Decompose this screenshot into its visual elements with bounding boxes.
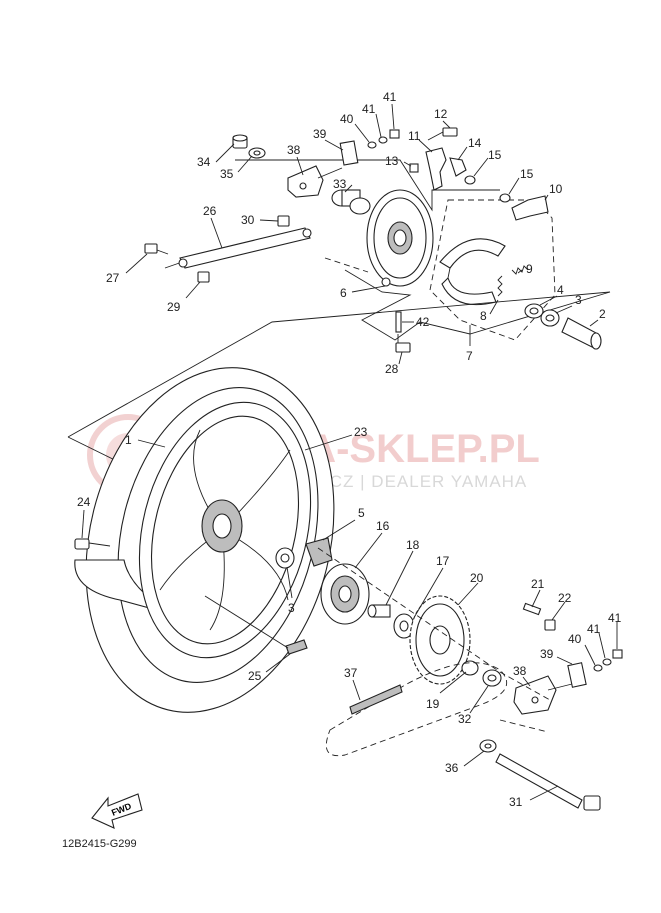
- part-29-nut: [197, 271, 210, 283]
- part-27-bolt: [144, 243, 169, 255]
- callout-17: 17: [436, 554, 450, 568]
- callout-12: 12: [434, 107, 448, 121]
- part-37-chain: [325, 662, 508, 757]
- callout-11: 11: [408, 129, 421, 143]
- callout-31: 31: [509, 795, 523, 809]
- callout-34: 34: [197, 155, 211, 169]
- part-28-bolt: [395, 334, 411, 353]
- callout-26: 26: [203, 204, 217, 218]
- part-21-stud-bolt: [522, 602, 542, 616]
- callout-28: 28: [385, 362, 399, 376]
- callout-3-lower: 3: [288, 601, 295, 615]
- part-15-oring-upper: [464, 175, 476, 185]
- part-19-nut: [461, 660, 479, 676]
- callout-23: 23: [354, 425, 368, 439]
- part-13-nut: [409, 163, 419, 173]
- callout-2: 2: [599, 307, 606, 321]
- part-39-plate-upper: [339, 140, 359, 166]
- callout-4: 4: [557, 283, 564, 297]
- callout-19: 19: [426, 697, 440, 711]
- part-15-oring-right: [499, 193, 511, 203]
- part-26-tension-bar: [178, 227, 312, 269]
- part-3-bearing-upper: [540, 309, 560, 327]
- callout-15-right: 15: [520, 167, 534, 181]
- callout-14: 14: [468, 136, 482, 150]
- diagram-code: 12B2415-G299: [62, 838, 137, 850]
- callout-29: 29: [167, 300, 181, 314]
- part-11-cam-lever: [425, 147, 447, 191]
- callout-40-lower: 40: [568, 632, 582, 646]
- callout-41-c: 41: [587, 622, 601, 636]
- callout-5: 5: [358, 506, 365, 520]
- callout-38-lower: 38: [513, 664, 527, 678]
- part-14-indicator: [449, 157, 467, 177]
- callout-25: 25: [248, 669, 262, 683]
- part-3-bearing-lower: [275, 547, 295, 569]
- part-32-collar: [482, 669, 502, 687]
- part-24-valve: [74, 538, 111, 550]
- fwd-arrow: FWD: [91, 793, 143, 829]
- part-42-pin: [395, 311, 402, 333]
- part-38-adjuster-lower: [513, 675, 573, 715]
- callout-39-lower: 39: [540, 647, 554, 661]
- callout-36: 36: [445, 761, 459, 775]
- callout-8: 8: [480, 309, 487, 323]
- callout-21: 21: [531, 577, 545, 591]
- callout-20: 20: [470, 571, 484, 585]
- callout-22: 22: [558, 591, 572, 605]
- callout-30: 30: [241, 213, 255, 227]
- part-12-bolt: [427, 127, 458, 141]
- callout-41-b: 41: [383, 90, 397, 104]
- callout-labels: 1 2 3 3 4 5 6 7 8 9 10 11 12 13 14 15 15: [77, 90, 622, 809]
- callout-40-upper: 40: [340, 112, 354, 126]
- callout-24: 24: [77, 495, 91, 509]
- part-36-washer: [479, 739, 497, 753]
- part-39-plate-lower: [567, 662, 587, 688]
- callout-6: 6: [340, 286, 347, 300]
- part-18-collar: [367, 604, 391, 618]
- callout-39-upper: 39: [313, 127, 327, 141]
- part-20-sprocket: [409, 595, 471, 685]
- part-16-sprocket-hub: [320, 563, 370, 625]
- callout-35: 35: [220, 167, 234, 181]
- callout-7: 7: [466, 349, 473, 363]
- part-8-spring: [497, 275, 503, 297]
- callout-32: 32: [458, 712, 472, 726]
- callout-33: 33: [333, 177, 347, 191]
- callout-37: 37: [344, 666, 358, 680]
- callout-10: 10: [549, 182, 563, 196]
- part-34-nut: [232, 134, 248, 149]
- part-25-balance-weight: [204, 595, 308, 655]
- callout-9: 9: [526, 262, 533, 276]
- part-40-41-washer-nut-lower: [593, 649, 623, 672]
- callout-18: 18: [406, 538, 420, 552]
- part-33-collar: [331, 189, 371, 215]
- part-5-damper: [305, 537, 333, 567]
- part-6-brake-shoe-plate: [366, 189, 434, 287]
- callout-38-upper: 38: [287, 143, 301, 157]
- part-30-nut: [277, 215, 290, 227]
- callout-13: 13: [385, 154, 399, 168]
- part-9-spring: [511, 265, 529, 275]
- callout-41-a: 41: [362, 102, 376, 116]
- part-31-axle: [495, 753, 601, 811]
- callout-3-upper: 3: [575, 293, 582, 307]
- part-1-wheel: [74, 401, 312, 659]
- part-2-collar: [561, 317, 602, 350]
- part-22-nut: [544, 619, 556, 631]
- part-7-brake-shoe-kit: [439, 238, 506, 306]
- callout-27: 27: [106, 271, 120, 285]
- callout-41-d: 41: [608, 611, 622, 625]
- callout-42: 42: [416, 315, 430, 329]
- part-38-adjuster-upper: [287, 165, 343, 198]
- part-10-camshaft: [511, 195, 549, 221]
- callout-16: 16: [376, 519, 390, 533]
- part-35-washer: [248, 147, 266, 159]
- lower-outline: [317, 547, 551, 733]
- callout-15-upper: 15: [488, 148, 502, 162]
- part-4-oil-seal: [524, 303, 544, 319]
- part-40-41-washer-nut-upper: [367, 129, 400, 149]
- callout-1: 1: [125, 433, 132, 447]
